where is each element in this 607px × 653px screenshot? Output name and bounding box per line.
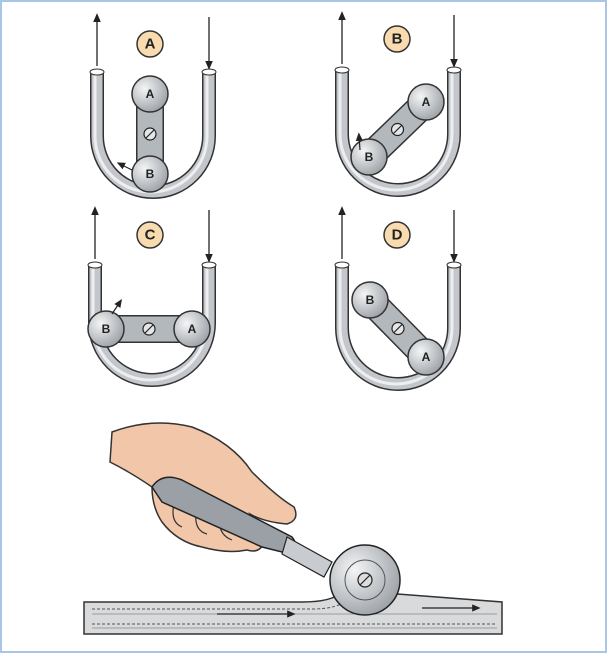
pump-panel-b: B A B bbox=[334, 11, 462, 197]
tube-opening bbox=[446, 261, 462, 269]
panel-label-badge bbox=[383, 25, 411, 53]
roller-a bbox=[407, 338, 445, 376]
tube-opening bbox=[446, 66, 462, 74]
screw-slot bbox=[145, 129, 155, 139]
flattened-tube bbox=[83, 587, 503, 635]
roller-tool-illustration bbox=[83, 422, 503, 635]
roller-b-label: B bbox=[102, 322, 111, 336]
tube-opening bbox=[201, 68, 217, 76]
panel-label: C bbox=[145, 227, 156, 244]
pump-panel-c: C A B bbox=[87, 206, 217, 387]
tube-highlight bbox=[338, 70, 454, 192]
tube-opening bbox=[334, 261, 350, 269]
tube-opening bbox=[87, 261, 103, 269]
tube-opening bbox=[201, 261, 217, 269]
roller-a bbox=[173, 310, 211, 348]
screw-slot bbox=[144, 324, 154, 334]
pump-panel-a: A A B bbox=[89, 13, 217, 199]
tube-opening bbox=[89, 68, 105, 76]
panel-label: B bbox=[392, 31, 403, 48]
roller-b bbox=[87, 310, 125, 348]
pump-panel-d: D A B bbox=[334, 206, 462, 391]
screw-slot bbox=[393, 324, 403, 333]
panel-label: A bbox=[145, 36, 156, 53]
roller-b bbox=[131, 155, 169, 193]
roller-tool bbox=[151, 476, 401, 616]
panel-label-badge bbox=[383, 221, 411, 249]
rotation-arrow bbox=[116, 162, 133, 171]
roller-b-label: B bbox=[366, 293, 375, 307]
tube-highlight bbox=[338, 265, 454, 386]
roller-a-label: A bbox=[422, 350, 431, 364]
panel-label-badge bbox=[136, 30, 164, 58]
roller-a-label: A bbox=[146, 87, 155, 101]
roller-a-label: A bbox=[188, 322, 197, 336]
panel-label: D bbox=[392, 227, 403, 244]
roller-b bbox=[351, 281, 389, 319]
panel-label-badge bbox=[136, 221, 164, 249]
roller-a bbox=[131, 75, 169, 113]
tube-opening bbox=[334, 66, 350, 74]
roller-b-label: B bbox=[365, 150, 374, 164]
roller-b-label: B bbox=[146, 167, 155, 181]
roller-a-label: A bbox=[422, 95, 431, 109]
rotation-arrow bbox=[355, 132, 363, 151]
roller-a bbox=[407, 83, 445, 121]
screw-slot bbox=[393, 125, 402, 134]
rotation-arrow bbox=[111, 299, 122, 315]
